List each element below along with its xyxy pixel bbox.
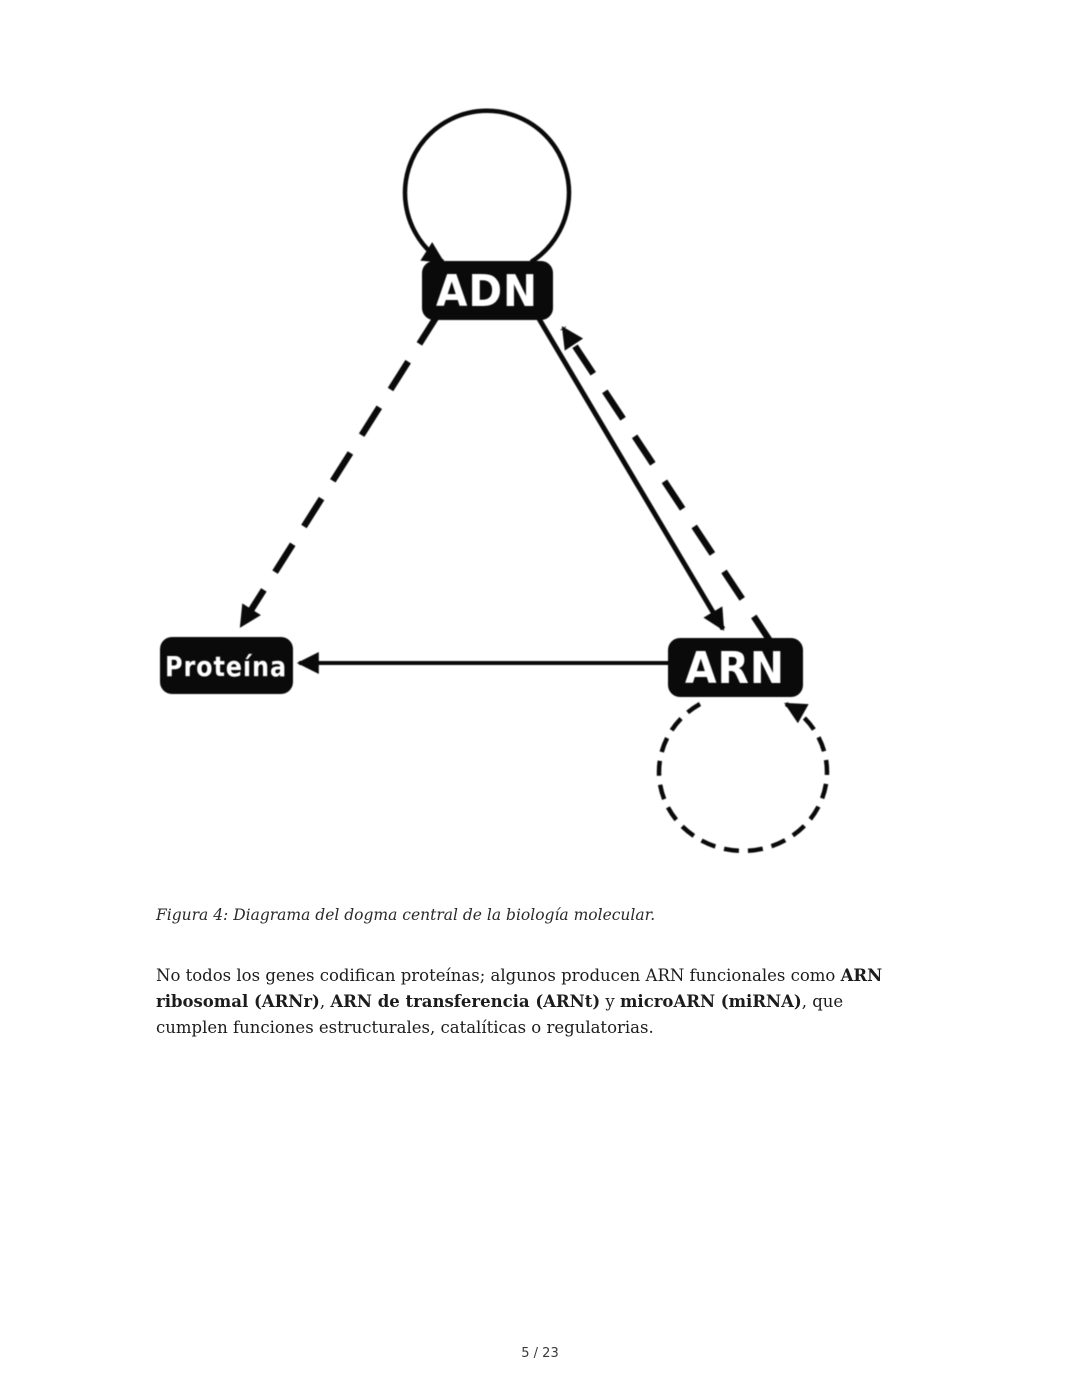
node-adn-label: ADN	[436, 266, 538, 317]
node-arn: ARN	[668, 638, 803, 697]
paragraph-segment-bold: ARN ribosomal (ARNr)	[156, 965, 883, 1011]
node-proteina-label: Proteína	[165, 650, 287, 683]
central-dogma-diagram: ADN ARN Proteína	[160, 108, 830, 854]
node-adn-box	[422, 261, 553, 320]
figure-caption: Figura 4: Diagrama del dogma central de …	[156, 906, 656, 924]
node-proteina: Proteína	[160, 637, 293, 694]
node-adn: ADN	[422, 261, 553, 320]
paragraph-segment: y	[600, 991, 620, 1011]
paragraph-segment: , que cumplen funciones estructurales, c…	[156, 991, 844, 1037]
node-arn-box	[668, 638, 803, 697]
arn-self-loop-dashed-arrow	[656, 702, 830, 854]
arn-to-adn-dashed-arrow	[560, 326, 775, 646]
paragraph-segment-bold: microARN (miRNA)	[619, 991, 802, 1011]
adn-to-proteina-dashed-arrow	[238, 314, 440, 628]
adn-to-arn-arrow	[532, 310, 726, 631]
body-paragraph: No todos los genes codifican proteínas; …	[156, 963, 897, 1041]
node-arn-label: ARN	[685, 643, 785, 694]
page-number: 5 / 23	[521, 1346, 559, 1361]
paragraph-segment: ,	[319, 991, 331, 1011]
adn-self-loop-arrow	[402, 108, 572, 264]
node-proteina-box	[160, 637, 293, 694]
paragraph-segment-bold: ARN de transferencia (ARNt)	[330, 991, 601, 1011]
paragraph-segment: No todos los genes codifican proteínas; …	[156, 965, 841, 985]
